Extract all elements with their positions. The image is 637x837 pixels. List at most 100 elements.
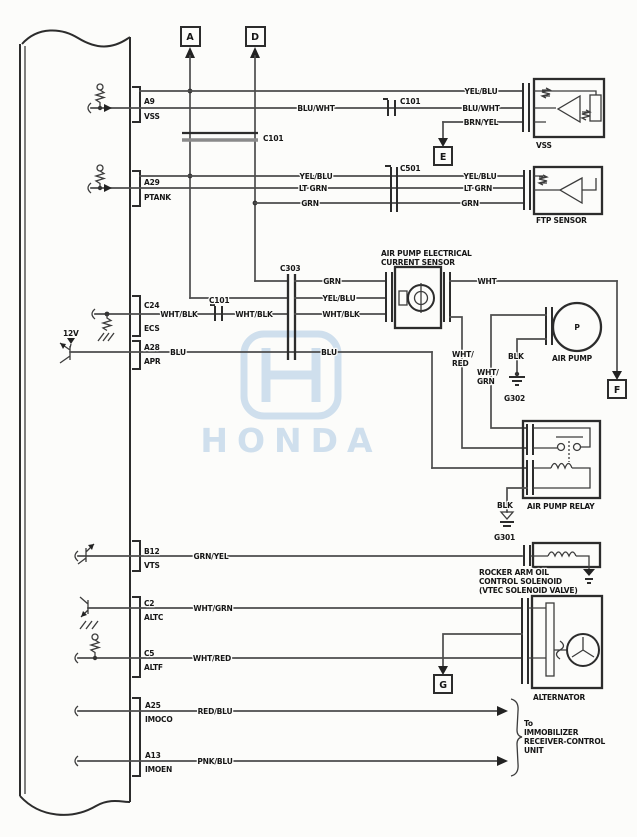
sensor-label-line1: AIR PUMP ELECTRICAL bbox=[381, 249, 472, 258]
ground-label-g302: G302 bbox=[504, 394, 525, 403]
pin-id-a9: A9 bbox=[144, 97, 155, 106]
ref-label-a: A bbox=[186, 32, 194, 43]
destination-line3: UNIT bbox=[524, 746, 545, 755]
pullup-resistor-icon bbox=[88, 639, 102, 658]
ref-box-e bbox=[433, 146, 453, 166]
wire-label-lt-grn: LT GRN bbox=[299, 184, 327, 193]
ref-label-f: F bbox=[614, 385, 620, 396]
ref-box-d bbox=[245, 26, 266, 47]
bracket-a9 bbox=[132, 86, 141, 123]
ground-g301-icon bbox=[500, 521, 514, 527]
resistor-icon bbox=[100, 314, 114, 332]
pin-name-ecs: ECS bbox=[144, 324, 160, 333]
connector-c501-label: C501 bbox=[400, 164, 420, 173]
wire-label-blu: BLU bbox=[170, 348, 186, 357]
pump-motor-icon bbox=[551, 301, 603, 353]
circuit-a9-vss: C101 E YEL/BLU BLU/WHT BLU/WHT BRN/YEL A… bbox=[87, 77, 606, 166]
bracket-c2-c5 bbox=[132, 596, 141, 678]
vss-pickup-icon bbox=[580, 109, 592, 121]
ftp-amplifier-icon bbox=[558, 176, 583, 205]
pin-id-c24: C24 bbox=[144, 301, 159, 310]
watermark-brand: HONDA bbox=[200, 421, 381, 460]
wire-label-pnk-blu: PNK/BLU bbox=[197, 757, 232, 766]
wire-label-wht-blk: WHT/BLK bbox=[160, 310, 199, 319]
sensor-core-icon bbox=[398, 290, 408, 306]
stub-hook-icon bbox=[74, 705, 79, 717]
ground-g302-icon bbox=[509, 376, 525, 386]
relay-contact-icon bbox=[572, 442, 582, 452]
ftp-internal-wires bbox=[534, 175, 597, 191]
wire-label-wht-blk: WHT/BLK bbox=[322, 310, 361, 319]
ref-label-d: D bbox=[251, 32, 259, 43]
alt-internal-wires bbox=[528, 607, 567, 660]
connector-c303-label: C303 bbox=[280, 264, 300, 273]
pin-name-ptank: PTANK bbox=[144, 193, 172, 202]
connector-c303: C303 bbox=[279, 263, 302, 360]
destination-line1: IMMOBILIZER bbox=[524, 728, 579, 737]
arrow-down-f-icon bbox=[612, 371, 622, 380]
solenoid-label-line2: CONTROL SOLENOID bbox=[479, 577, 562, 586]
junction-dot bbox=[514, 371, 520, 377]
pin-id-c2: C2 bbox=[144, 599, 154, 608]
stub-hook-icon bbox=[87, 182, 92, 194]
wire-label-grn: GRN bbox=[323, 277, 341, 286]
wire-label-wht: WHT bbox=[477, 277, 497, 286]
connector-c101-inline-icon bbox=[210, 304, 223, 321]
vss-internal-wires bbox=[534, 90, 597, 123]
wire-label-wht-red: WHT/RED bbox=[193, 654, 231, 663]
stub-hook-icon bbox=[74, 550, 79, 562]
solenoid-box bbox=[531, 541, 602, 569]
stub-hook-icon bbox=[74, 652, 79, 664]
pin-name-altf: ALTF bbox=[144, 663, 163, 672]
bracket-a25-a13 bbox=[132, 697, 141, 777]
arrow-down-e-icon bbox=[438, 138, 448, 147]
ecm-connector-brackets bbox=[132, 86, 141, 777]
junction-dot bbox=[97, 105, 103, 111]
bracket-a28 bbox=[132, 340, 141, 370]
ground-hatch-icon bbox=[79, 620, 99, 630]
pin-id-a13: A13 bbox=[145, 751, 161, 760]
honda-watermark: HONDA bbox=[200, 330, 381, 460]
circuit-c24-ecs: C101 WHT/BLK WHT/BLK C24 ECS bbox=[91, 295, 289, 342]
stub-hook-icon bbox=[87, 102, 92, 114]
air-pump-current-sensor: AIR PUMP ELECTRICAL CURRENT SENSOR GRN Y… bbox=[294, 248, 627, 449]
component-label-ftp: FTP SENSOR bbox=[536, 216, 587, 225]
circuit-immobilizer: RED/BLU A25 IMOCO PNK/BLU A13 IMOEN To I… bbox=[74, 698, 607, 777]
transistor-arrow-icon bbox=[88, 544, 94, 550]
connector-c101-label: C101 bbox=[400, 97, 420, 106]
ref-box-a bbox=[180, 26, 201, 47]
wire-label-wht-grn-2: GRN bbox=[477, 377, 495, 386]
pin-id-a29: A29 bbox=[144, 178, 160, 187]
circuit-a28-apr: 12V BLU BLU A28 APR bbox=[59, 328, 528, 469]
wire-wht-red-to-relay bbox=[449, 316, 528, 449]
wire-blk-to-g302 bbox=[516, 338, 547, 375]
sensor-box bbox=[393, 265, 443, 330]
wire-blk-to-g301 bbox=[506, 487, 528, 513]
transistor-icon bbox=[59, 342, 72, 364]
arrow-right-icon bbox=[497, 706, 508, 716]
pump-letter: P bbox=[574, 323, 580, 332]
vss-amplifier-icon bbox=[556, 94, 581, 124]
solenoid-ground-icon bbox=[585, 578, 593, 584]
bracket-c24 bbox=[132, 295, 141, 337]
air-pump-relay: BLK G301 AIR PUMP RELAY bbox=[493, 419, 602, 543]
pin-name-imoco: IMOCO bbox=[145, 715, 173, 724]
pin-name-altc: ALTC bbox=[144, 613, 164, 622]
component-label-air-pump: AIR PUMP bbox=[552, 354, 593, 363]
pin-name-vts: VTS bbox=[144, 561, 160, 570]
ref-label-g: G bbox=[439, 680, 447, 691]
honda-logo-h-icon bbox=[261, 348, 321, 402]
pin-id-b12: B12 bbox=[144, 547, 160, 556]
alt-stator-icon bbox=[566, 633, 600, 667]
wire-label-wht-grn: WHT/GRN bbox=[193, 604, 232, 613]
sensor-label-line2: CURRENT SENSOR bbox=[381, 258, 455, 267]
solenoid-coil-icon bbox=[530, 551, 590, 569]
stub-hook-icon bbox=[74, 755, 79, 767]
arrow-down-g-icon bbox=[438, 666, 448, 675]
wire-label-red-blu: RED/BLU bbox=[198, 707, 233, 716]
arrow-up-a-icon bbox=[185, 47, 195, 58]
wire-label-wht-blk: WHT/BLK bbox=[235, 310, 274, 319]
diode-icon bbox=[104, 104, 112, 112]
wire-label-yel-blu: YEL/BLU bbox=[322, 294, 356, 303]
connector-c101-label: C101 bbox=[209, 296, 229, 305]
